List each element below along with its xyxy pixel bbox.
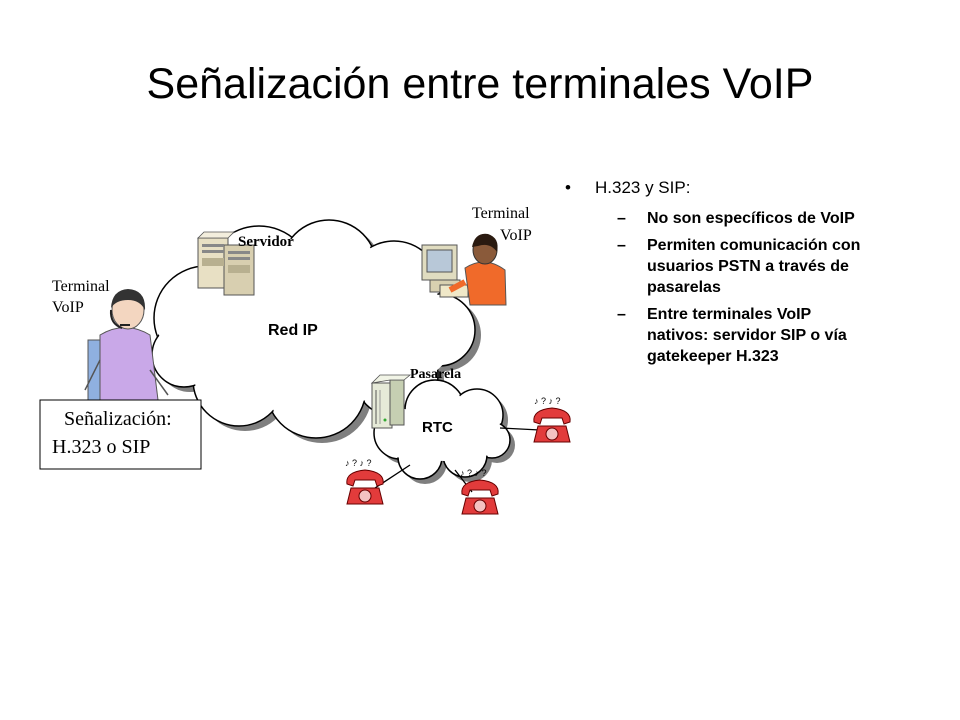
left-terminal-person-icon [84,289,169,401]
gateway-icon [370,374,412,429]
bullet-main-text: H.323 y SIP: [595,178,691,197]
left-terminal-label-line2: VoIP [52,299,84,316]
rtc-label: RTC [422,419,453,436]
bullet-sub-2: – Permiten comunicación con usuarios PST… [565,235,865,298]
bullet-sub-text: Entre terminales VoIP nativos: servidor … [647,306,847,365]
telephone-icon-bottom-right: ♪ ? ♪ ? [460,468,499,515]
bullet-sub-1: – No son específicos de VoIP [565,208,865,229]
slide-title: Señalización entre terminales VoIP [146,60,814,108]
server-icon [197,231,255,296]
pasarela-label: Pasarela [410,367,461,382]
bullet-sub-text: No son específicos de VoIP [647,210,855,227]
right-terminal-label-line2: VoIP [500,227,532,244]
servidor-label: Servidor [238,234,294,250]
dash-icon: – [617,237,626,254]
svg-text:♪ ? ♪ ?: ♪ ? ♪ ? [345,458,372,468]
right-terminal-person-icon [421,233,507,306]
svg-text:♪ ? ♪ ?: ♪ ? ♪ ? [460,468,487,478]
bullet-dot-icon: • [565,178,571,197]
signalling-label-line1: Señalización: [64,408,172,430]
telephone-icon-right: ♪ ? ♪ ? [533,396,571,443]
signalling-label-line2: H.323 o SIP [52,436,150,458]
dash-icon: – [617,210,626,227]
bullet-sub-text: Permiten comunicación con usuarios PSTN … [647,237,861,296]
svg-text:♪ ? ♪ ?: ♪ ? ♪ ? [534,396,561,406]
signalling-box [39,399,202,470]
bullet-list: • H.323 y SIP: – No son específicos de V… [565,178,865,373]
bullet-sub-3: – Entre terminales VoIP nativos: servido… [565,304,865,367]
bullet-main: • H.323 y SIP: [565,178,865,198]
dash-icon: – [617,306,626,323]
right-terminal-label-line1: Terminal [472,205,530,222]
left-terminal-label-line1: Terminal [52,278,110,295]
red-ip-label: Red IP [268,322,318,339]
telephone-icon-bottom-left: ♪ ? ♪ ? [345,458,384,505]
